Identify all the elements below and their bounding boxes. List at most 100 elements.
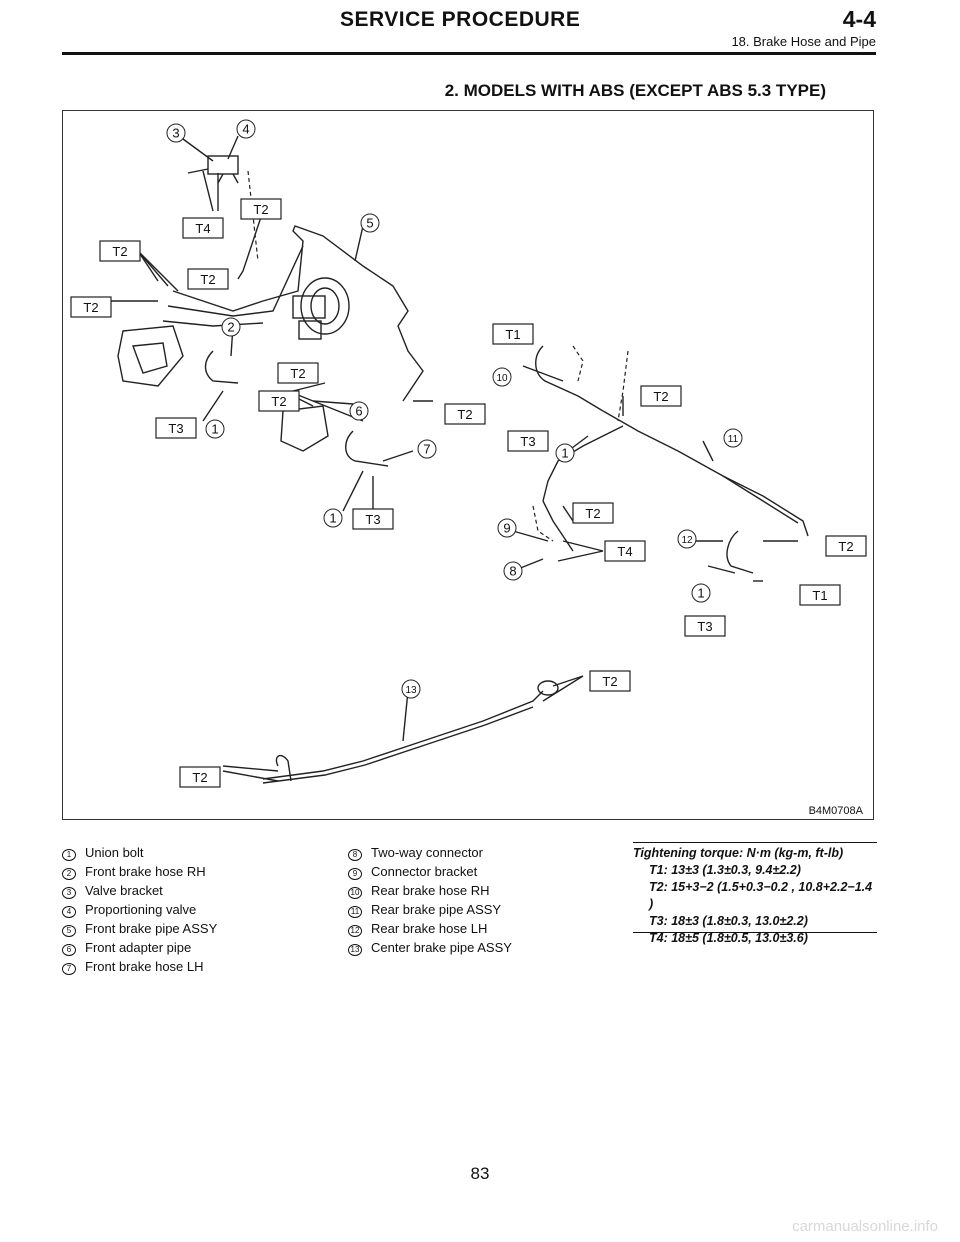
torque-tag: T4 — [604, 540, 646, 562]
callout-number: 8 — [509, 564, 516, 579]
legend-label: Rear brake hose RH — [371, 883, 490, 898]
callout: 7 — [417, 439, 437, 459]
header-section-code: 4-4 — [842, 6, 876, 32]
legend-number: 7 — [62, 963, 76, 975]
legend-label: Rear brake hose LH — [371, 921, 488, 936]
legend-number: 1 — [62, 849, 76, 861]
callout: 1 — [555, 443, 575, 463]
torque-tag: T3 — [684, 615, 726, 637]
callout: 3 — [166, 123, 186, 143]
legend-label: Rear brake pipe ASSY — [371, 902, 502, 917]
torque-tag: T3 — [155, 417, 197, 439]
callout: 2 — [221, 317, 241, 337]
callout: 12 — [677, 529, 697, 549]
legend-item: 10 Rear brake hose RH — [348, 881, 512, 900]
callout-number: 4 — [242, 122, 249, 137]
torque-tag-label: T2 — [192, 770, 207, 785]
torque-tag-label: T3 — [520, 434, 535, 449]
callout: 6 — [349, 401, 369, 421]
legend-item: 7 Front brake hose LH — [62, 957, 217, 976]
torque-tag-label: T2 — [200, 272, 215, 287]
torque-tag-label: T3 — [168, 421, 183, 436]
watermark: carmanualsonline.info — [792, 1218, 938, 1235]
torque-line: T4: 18±5 (1.8±0.5, 13.0±3.6) — [649, 931, 808, 945]
torque-tag-label: T4 — [617, 544, 632, 559]
legend-label: Connector bracket — [371, 864, 478, 879]
callout: 1 — [323, 508, 343, 528]
legend-item: 5 Front brake pipe ASSY — [62, 919, 217, 938]
torque-tags: T4 T2 T2 T2 T2 T1 T2 T2 T2 T2 T3 T3 T2 T… — [70, 198, 867, 788]
torque-tag-label: T2 — [112, 244, 127, 259]
torque-tag: T3 — [507, 430, 549, 452]
brake-diagram: T4 T2 T2 T2 T2 T1 T2 T2 T2 T2 T3 T3 T2 T… — [70, 119, 867, 788]
legend-number: 10 — [348, 887, 362, 899]
legend-label: Union bolt — [85, 845, 144, 860]
legend-label: Proportioning valve — [85, 902, 197, 917]
legend-item: 11 Rear brake pipe ASSY — [348, 900, 512, 919]
header-title: SERVICE PROCEDURE — [340, 8, 581, 31]
legend-label: Valve bracket — [85, 883, 163, 898]
legend-item: 12 Rear brake hose LH — [348, 919, 512, 938]
legend-item: 1 Union bolt — [62, 843, 217, 862]
legend-number: 13 — [348, 944, 362, 956]
header-subtitle: 18. Brake Hose and Pipe — [731, 34, 876, 49]
legend-number: 11 — [348, 906, 362, 918]
torque-tag-label: T2 — [271, 394, 286, 409]
legend-number: 12 — [348, 925, 362, 937]
torque-tag: T2 — [258, 390, 300, 412]
torque-tag-label: T2 — [838, 539, 853, 554]
legend-label: Front brake pipe ASSY — [85, 921, 218, 936]
legend-label: Center brake pipe ASSY — [371, 940, 512, 955]
callout: 10 — [492, 367, 512, 387]
callout-number: 10 — [496, 373, 508, 384]
callout-number: 1 — [561, 446, 568, 461]
torque-tag-label: T2 — [290, 366, 305, 381]
torque-tag-label: T1 — [505, 327, 520, 342]
legend-label: Front brake hose LH — [85, 959, 204, 974]
legend-item: 13 Center brake pipe ASSY — [348, 938, 512, 957]
torque-tag-label: T3 — [365, 512, 380, 527]
diagram-lines — [98, 135, 809, 784]
legend-label: Front adapter pipe — [85, 940, 192, 955]
callout-number: 6 — [355, 404, 362, 419]
torque-tag: T2 — [187, 268, 229, 290]
torque-tag-label: T2 — [602, 674, 617, 689]
legend-number: 3 — [62, 887, 76, 899]
callout: 1 — [205, 419, 225, 439]
legend-number: 5 — [62, 925, 76, 937]
callout: 13 — [401, 679, 421, 699]
callout: 8 — [503, 561, 523, 581]
torque-tag: T1 — [492, 323, 534, 345]
torque-tag-label: T2 — [585, 506, 600, 521]
torque-tag: T3 — [352, 508, 394, 530]
callout-number: 9 — [503, 521, 510, 536]
page-number: 83 — [470, 1164, 490, 1183]
torque-heading: Tightening torque: N·m (kg-m, ft-lb) — [633, 846, 844, 860]
callouts: 3 4 5 2 10 6 1 11 7 1 1 9 12 8 1 13 — [166, 119, 743, 699]
callout: 1 — [691, 583, 711, 603]
callout: 9 — [497, 518, 517, 538]
torque-tag: T4 — [182, 217, 224, 239]
brake-diagram-figure: T4 T2 T2 T2 T2 T1 T2 T2 T2 T2 T3 T3 T2 T… — [62, 110, 874, 820]
torque-spec-box: Tightening torque: N·m (kg-m, ft-lb) T1:… — [633, 845, 877, 947]
callout-number: 2 — [227, 320, 234, 335]
callout-number: 7 — [423, 442, 430, 457]
legend-number: 4 — [62, 906, 76, 918]
torque-tag: T2 — [99, 240, 141, 262]
legend-label: Two-way connector — [371, 845, 483, 860]
header-rule — [62, 52, 876, 55]
figure-code: B4M0708A — [808, 805, 863, 817]
callout-number: 5 — [366, 216, 373, 231]
torque-tag: T2 — [277, 362, 319, 384]
torque-tag: T2 — [240, 198, 282, 220]
torque-line: T3: 18±3 (1.8±0.3, 13.0±2.2) — [649, 914, 808, 928]
legend-label: Front brake hose RH — [85, 864, 206, 879]
torque-tag: T2 — [179, 766, 221, 788]
callout-number: 1 — [211, 422, 218, 437]
torque-rule-bottom — [633, 932, 877, 933]
